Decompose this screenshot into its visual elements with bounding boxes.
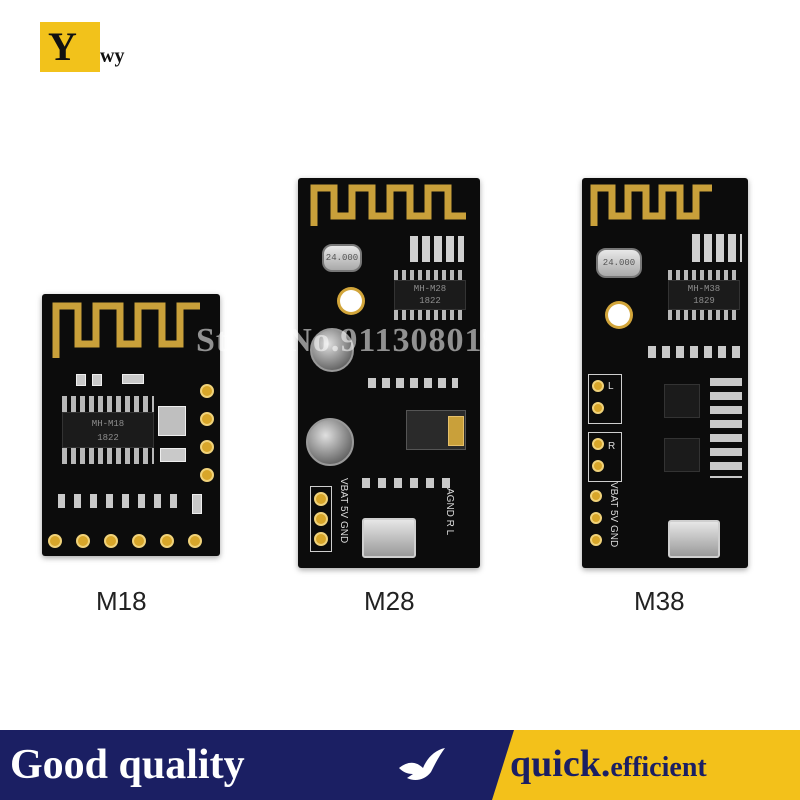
chip-pins-top	[668, 270, 740, 280]
logo-badge	[40, 22, 100, 72]
gold-pad	[314, 512, 328, 526]
silk-r: R	[608, 441, 616, 452]
smd-resistor	[76, 374, 86, 386]
smd-row	[648, 346, 742, 358]
amplifier-chip	[664, 384, 700, 418]
chip-code: 1822	[419, 296, 441, 306]
banner-slogan: quick.efficient	[510, 742, 707, 794]
module-label-m38: M38	[634, 586, 685, 616]
smd-row	[692, 234, 742, 262]
gold-pad	[592, 438, 604, 450]
smd-row	[410, 236, 464, 262]
silk-right-pins: AGND R L	[444, 488, 455, 536]
bird-icon	[399, 748, 445, 780]
pin-header-box	[310, 486, 332, 552]
crystal-oscillator: 24.000	[322, 244, 362, 272]
banner-quick: quick.	[510, 743, 611, 785]
gold-pad	[132, 534, 146, 548]
chip-pins-bottom	[668, 310, 740, 320]
chip-model: MH-M18	[91, 419, 125, 429]
chip-code: 1829	[693, 296, 715, 306]
gold-pad	[314, 532, 328, 546]
board-m38: 24.000 MH-M38 1829 L R VBAT 5V GND	[582, 178, 748, 568]
gold-pad	[200, 384, 214, 398]
micro-usb-port	[668, 520, 720, 558]
gold-pad	[314, 492, 328, 506]
gold-pad	[104, 534, 118, 548]
amplifier-chip	[664, 438, 700, 472]
crystal-freq: 24.000	[602, 258, 636, 268]
chip-model: MH-M38	[687, 284, 721, 294]
gold-pad	[160, 534, 174, 548]
smd-row	[368, 378, 458, 388]
electrolytic-capacitor	[310, 328, 354, 372]
chip-code: 1822	[97, 433, 119, 443]
gold-pad	[76, 534, 90, 548]
gold-pad	[592, 380, 604, 392]
smd-row	[362, 478, 458, 488]
smd-row	[710, 378, 742, 478]
module-label-m28: M28	[364, 586, 415, 616]
brand-logo: Y wy	[40, 22, 126, 72]
chip-pins-top	[62, 396, 154, 412]
board-m28: 24.000 MH-M28 1822 VBAT 5V GND AGND R L	[298, 178, 480, 568]
right-channel-box	[588, 432, 622, 482]
silk-left-pins: VBAT 5V GND	[338, 478, 349, 544]
antenna-trace	[590, 184, 712, 226]
board-m18: MH-M18 1822	[42, 294, 220, 556]
chip-model: MH-M28	[413, 284, 447, 294]
crystal-oscillator	[158, 406, 186, 436]
silk-left-pins: VBAT 5V GND	[608, 482, 619, 548]
micro-usb-port	[362, 518, 416, 558]
promo-banner: Good quality quick.efficient	[0, 730, 800, 800]
crystal-freq: 24.000	[325, 253, 359, 263]
mounting-hole	[608, 304, 630, 326]
jack-contact	[448, 416, 464, 446]
smd-resistor	[192, 494, 202, 514]
antenna-trace	[52, 302, 200, 358]
gold-pad	[200, 412, 214, 426]
smd-row	[58, 494, 186, 508]
crystal-oscillator: 24.000	[596, 248, 642, 278]
bluetooth-chip: MH-M38 1829	[668, 280, 740, 310]
bluetooth-chip: MH-M18 1822	[62, 412, 154, 448]
smd-resistor	[92, 374, 102, 386]
gold-pad	[590, 512, 602, 524]
banner-yellow-panel: quick.efficient	[492, 730, 800, 800]
banner-good-quality: Good quality	[10, 742, 245, 788]
gold-pad	[200, 468, 214, 482]
smd-resistor	[122, 374, 144, 384]
gold-pad	[48, 534, 62, 548]
gold-pad	[590, 490, 602, 502]
silk-l: L	[608, 381, 614, 392]
chip-pins-bottom	[394, 310, 466, 320]
smd-led	[160, 448, 186, 462]
antenna-trace	[310, 184, 466, 226]
gold-pad	[592, 402, 604, 414]
gold-pad	[200, 440, 214, 454]
logo-letter: Y	[48, 24, 77, 69]
electrolytic-capacitor	[306, 418, 354, 466]
logo-suffix: wy	[100, 45, 125, 67]
banner-efficient: efficient	[610, 752, 707, 783]
store-watermark: Store No.911308019	[196, 322, 501, 359]
chip-pins-top	[394, 270, 466, 280]
left-channel-box	[588, 374, 622, 424]
bluetooth-chip: MH-M28 1822	[394, 280, 466, 310]
gold-pad	[590, 534, 602, 546]
chip-pins-bottom	[62, 448, 154, 464]
gold-pad	[592, 460, 604, 472]
mounting-hole	[340, 290, 362, 312]
gold-pad	[188, 534, 202, 548]
module-label-m18: M18	[96, 586, 147, 616]
